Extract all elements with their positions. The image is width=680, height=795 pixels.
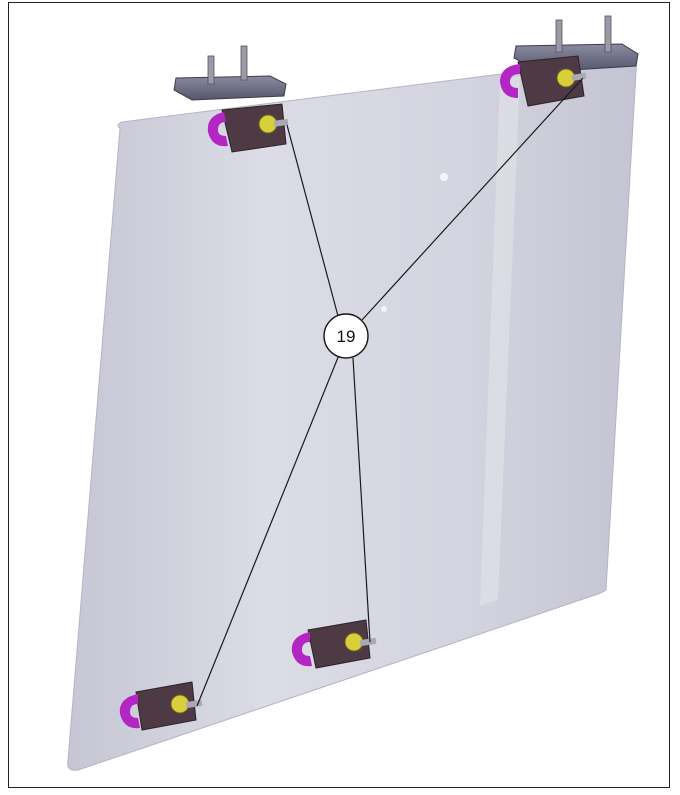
leader-line-bottom-middle <box>352 357 371 643</box>
stud <box>604 15 612 53</box>
bracket-body <box>307 619 371 669</box>
stud <box>240 45 248 81</box>
clip <box>500 64 520 98</box>
callout-number: 19 <box>337 327 356 346</box>
bracket-body <box>517 55 585 107</box>
callout-circle <box>323 313 369 359</box>
panel-hole <box>440 173 448 181</box>
leader-line-bottom-left <box>196 354 340 707</box>
leader-line-top-left <box>286 124 339 317</box>
panel-hole <box>381 306 387 312</box>
clip <box>119 694 140 729</box>
callout-balloon: 19 <box>323 313 369 359</box>
leader-lines <box>196 77 584 707</box>
clip <box>291 632 312 667</box>
bottom-middle-bracket <box>291 619 377 669</box>
clip <box>207 112 228 147</box>
stud <box>555 19 563 53</box>
stud <box>207 55 215 85</box>
bolt-shaft <box>273 118 289 127</box>
bottom-left-bracket <box>119 681 203 731</box>
leader-line-top-right <box>361 77 584 321</box>
top-left-bracket <box>173 45 289 153</box>
top-left-mounting-plate <box>173 75 287 101</box>
mounting-panel <box>67 57 637 771</box>
bolt-shaft <box>359 637 377 647</box>
top-right-bracket <box>500 15 639 107</box>
panel-highlight <box>480 76 520 606</box>
bracket-body <box>135 681 197 731</box>
